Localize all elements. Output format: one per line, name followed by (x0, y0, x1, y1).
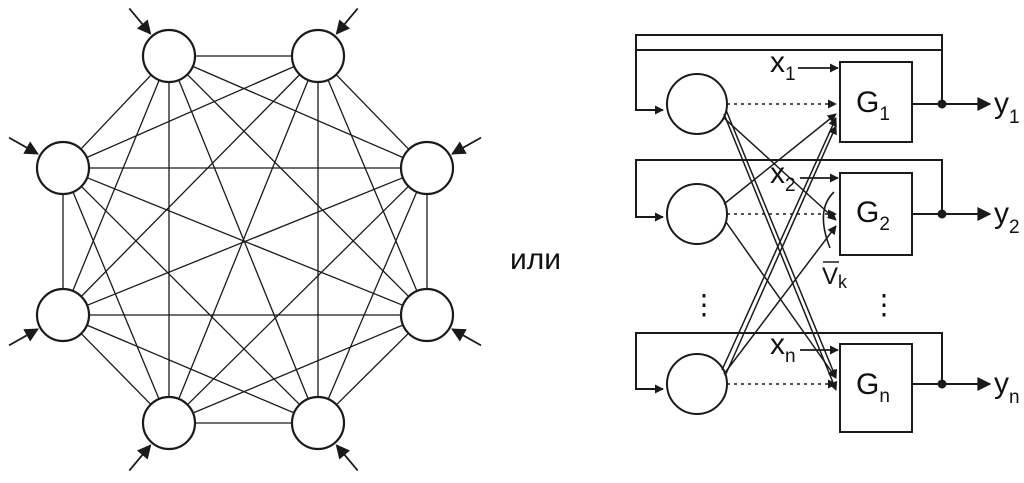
input-arrow-node-7 (8, 328, 39, 347)
node-8 (35, 140, 91, 196)
edge-2-8 (86, 65, 295, 159)
input-arrow-node-6 (128, 444, 152, 472)
cross-link-1-2 (723, 117, 837, 221)
edge-4-8 (86, 177, 404, 306)
input-arrow-node-2 (335, 7, 359, 35)
output-label-yn: yn (994, 367, 1020, 408)
neuron-2 (666, 183, 728, 245)
block-g2-label: G2 (856, 196, 890, 235)
neuron-n (666, 353, 728, 415)
input-arrow-node-8 (8, 136, 39, 155)
edge-1-7 (72, 79, 160, 292)
block-gn (839, 343, 913, 433)
weight-arc (822, 191, 835, 249)
fully-connected-network (8, 7, 482, 472)
cross-link-n-2 (723, 225, 837, 375)
edge-2-6 (178, 79, 309, 400)
edge-3-6 (187, 185, 409, 406)
cross-link-n-1-b (724, 125, 837, 377)
layered-network: G1 G2 Gn x1 x2 xn y1 y2 yn Vk ⋮ ⋮ (635, 34, 1020, 433)
node-1 (141, 28, 197, 84)
edge-4-5 (336, 332, 409, 406)
junction-dot-1 (937, 99, 947, 109)
input-arrow-node-3 (451, 136, 482, 155)
edge-1-8 (80, 74, 152, 150)
output-label-y2: y2 (994, 197, 1020, 238)
neuron-1 (666, 73, 728, 135)
junction-dot-2 (937, 209, 947, 219)
block-g2 (839, 172, 913, 256)
edge-5-7 (86, 324, 295, 414)
edge-2-7 (80, 74, 301, 297)
cross-link-1-n (725, 109, 838, 379)
or-label: или (510, 243, 561, 276)
input-arrow-node-1 (128, 7, 152, 35)
edge-4-6 (192, 324, 404, 414)
block-g1 (839, 61, 913, 143)
node-4 (399, 287, 455, 343)
feedback-loop-1 (635, 34, 943, 115)
output-label-y1: y1 (994, 87, 1020, 128)
cross-link-2-1 (723, 113, 837, 205)
block-g1-label: G1 (856, 86, 890, 125)
node-5 (290, 395, 346, 451)
edge-5-8 (80, 185, 301, 406)
junction-dot-n (937, 379, 947, 389)
block-gn-label: Gn (856, 368, 890, 407)
input-arrow-node-4 (451, 328, 482, 347)
input-arrow-node-5 (335, 444, 359, 472)
input-label-x2: x2 (770, 157, 796, 196)
input-label-x1: x1 (770, 46, 796, 85)
ellipsis-neurons: ⋮ (690, 289, 718, 320)
node-3 (399, 140, 455, 196)
node-6 (141, 395, 197, 451)
cross-link-n-1 (721, 117, 837, 371)
edge-3-5 (327, 191, 418, 400)
edge-1-3 (192, 65, 404, 159)
edge-2-4 (327, 79, 418, 292)
ellipsis-blocks: ⋮ (870, 289, 898, 320)
feedback-loop-n (635, 332, 943, 394)
edge-6-7 (80, 333, 152, 405)
node-7 (35, 287, 91, 343)
cross-link-2-n (725, 221, 837, 379)
edge-6-8 (72, 191, 160, 400)
edge-2-3 (335, 74, 410, 150)
edge-1-4 (186, 73, 410, 298)
input-label-xn: xn (770, 328, 796, 367)
node-2 (290, 28, 346, 84)
feedback-loop-2 (635, 159, 943, 222)
weight-label: Vk (822, 263, 848, 292)
